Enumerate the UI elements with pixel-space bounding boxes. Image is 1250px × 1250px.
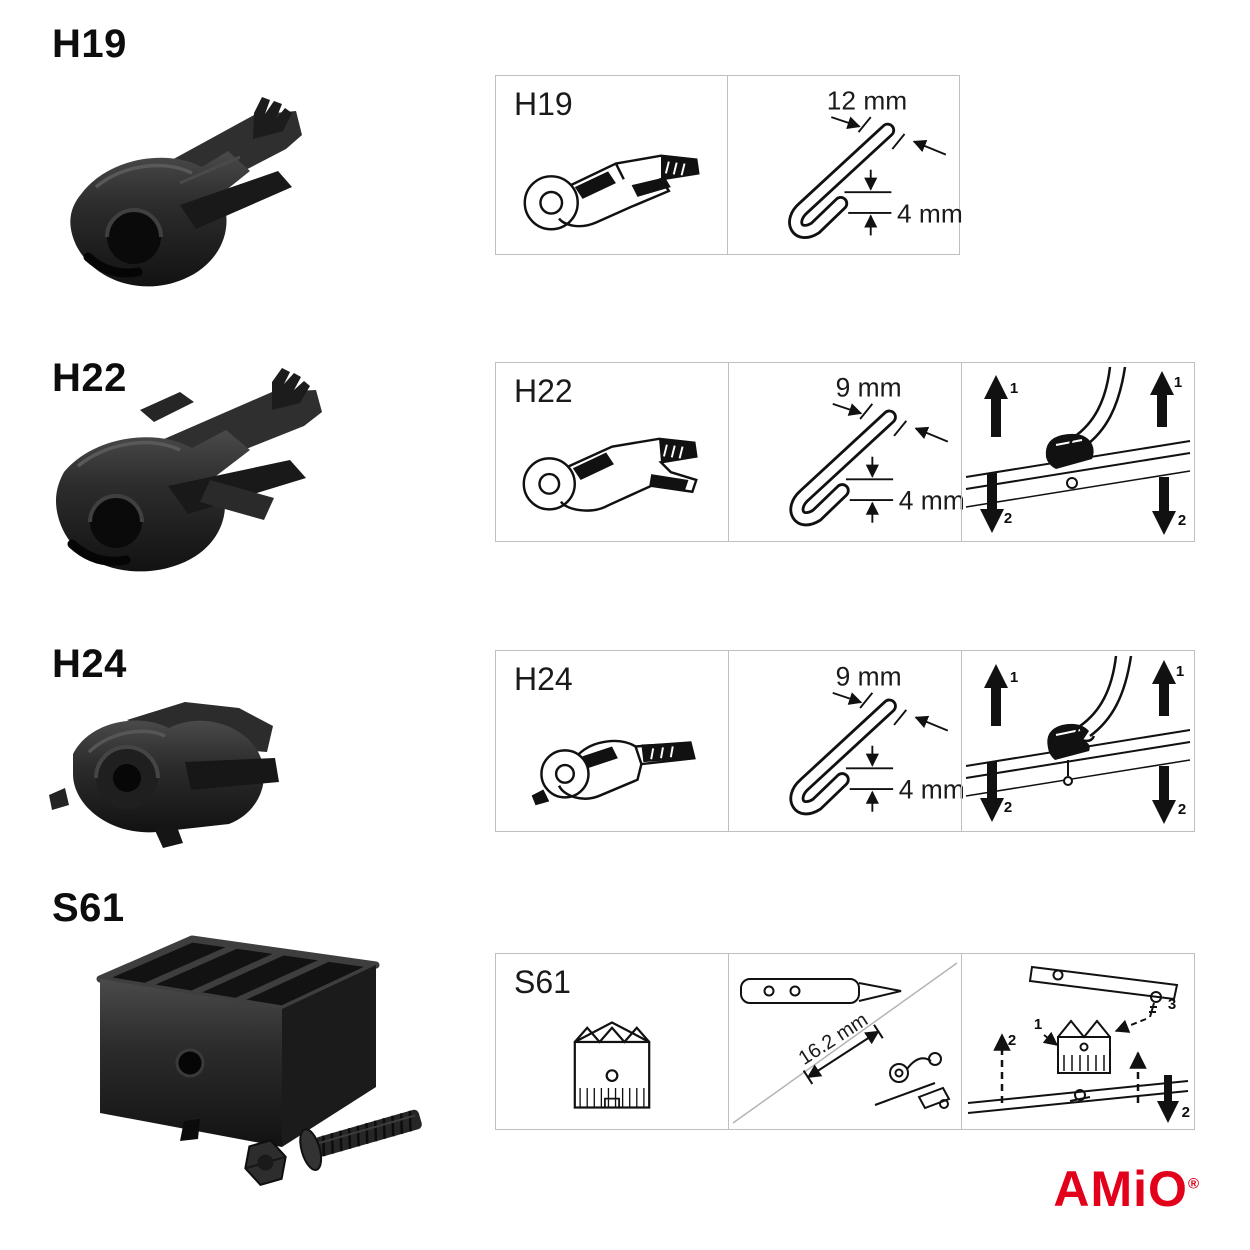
bolt-small (1149, 991, 1162, 1018)
h19-photo-illustration (70, 97, 302, 287)
down-arrow-right (1157, 1075, 1179, 1123)
down-arrow-left (980, 473, 1004, 533)
spec-panel-s61: S61 (495, 953, 1195, 1130)
step-number: 1 (1010, 380, 1018, 397)
dimension-primary-label-h24: 9 mm (836, 661, 902, 691)
step-number: 2 (1004, 510, 1012, 527)
panel-cell-installation-h22: 1 2 1 2 (961, 363, 1194, 541)
spec-panel-h24: H24 9 mm (495, 650, 1195, 832)
dimension-diagram-h19: 12 mm 4 mm (788, 86, 963, 239)
s61-bolt (244, 1109, 422, 1186)
panel-cell-drawing-s61: S61 (496, 954, 728, 1129)
panel-cell-installation-h24: 1 2 1 2 (961, 651, 1194, 831)
step-number: 2 (1178, 512, 1186, 529)
panel-cell-dimensions-s61: 16.2 mm (728, 954, 961, 1129)
dimension-diagram-h22: 9 mm 4 mm (789, 372, 965, 527)
s61-photo-illustration (96, 935, 422, 1186)
step-number: 2 (1004, 799, 1012, 816)
adapter-photo-h22 (20, 350, 345, 600)
step-number: 2 (1008, 1032, 1016, 1049)
s61-dimension-group: 16.2 mm (795, 1009, 884, 1085)
s61-block-drawing (1057, 1019, 1111, 1074)
up-arrow-left (984, 375, 1008, 437)
dimension-secondary-label-h19: 4 mm (897, 198, 963, 228)
down-arrow-right (1152, 477, 1176, 535)
s61-hole (177, 1050, 203, 1076)
spec-panel-h19: H19 12 mm (495, 75, 963, 255)
panel-code-s61: S61 (514, 964, 571, 1000)
h22-photo-illustration (55, 368, 322, 572)
dimension-diagram-s61: 16.2 mm (732, 962, 958, 1124)
h22-hole (90, 496, 142, 548)
installation-diagram-s61: 2 1 3 2 (967, 965, 1190, 1123)
panel-cell-drawing-h24: H24 (496, 651, 728, 831)
panel-cell-drawing-h22: H22 (496, 363, 728, 541)
amio-logo-text: AMiO (1053, 1161, 1188, 1217)
panel-cell-dimensions-h22: 9 mm 4 mm (728, 363, 965, 541)
dimension-secondary-label-h22: 4 mm (899, 486, 965, 516)
down-arrow-left (980, 762, 1004, 822)
dimension-diagram-h24: 9 mm 4 mm (789, 661, 965, 816)
wiper-arm-top-view (740, 978, 902, 1004)
panel-code-h22: H22 (514, 373, 573, 409)
adapter-line-drawing-s61 (573, 1021, 651, 1109)
panel-cell-dimensions-h24: 9 mm 4 mm (728, 651, 965, 831)
adapter-code-heading-h24: H24 (52, 642, 127, 686)
dimension-primary-label-h22: 9 mm (836, 372, 902, 402)
panel-code-h24: H24 (514, 661, 573, 697)
up-arrow-left (984, 664, 1008, 726)
h19-hole (107, 210, 161, 264)
spec-panel-h22: H22 9 mm (495, 362, 1195, 542)
amio-logo: AMiO® (1053, 1164, 1200, 1214)
dimension-secondary-label-h24: 4 mm (899, 775, 965, 805)
step-number: 1 (1010, 669, 1018, 686)
installation-diagram-h24: 1 2 1 2 (965, 655, 1191, 824)
adapter-line-drawing-h24 (531, 739, 696, 806)
panel-cell-drawing-h19: H19 (496, 76, 727, 254)
adapter-photo-s61 (40, 915, 430, 1220)
adapter-photo-h24 (35, 668, 305, 863)
step-number: 3 (1168, 996, 1176, 1013)
panel-cell-dimensions-h19: 12 mm 4 mm (727, 76, 963, 254)
panel-code-h19: H19 (514, 86, 573, 122)
step-number: 2 (1182, 1104, 1190, 1121)
step-number: 1 (1034, 1016, 1042, 1033)
up-arrow-right (1150, 371, 1174, 427)
up-arrow-right (1152, 660, 1176, 716)
adapter-photo-h19 (30, 55, 320, 310)
adapter-code-heading-h19: H19 (52, 22, 127, 66)
installation-diagram-h22: 1 2 1 2 (965, 366, 1191, 535)
step-number: 1 (1176, 663, 1184, 680)
h24-photo-illustration (49, 702, 279, 848)
down-arrow-right (1152, 766, 1176, 824)
adapter-code-heading-h22: H22 (52, 356, 127, 400)
step-number: 1 (1174, 374, 1182, 391)
adapter-code-heading-s61: S61 (52, 886, 125, 930)
dimension-primary-label-h19: 12 mm (827, 86, 907, 116)
registered-trademark-icon: ® (1187, 1175, 1200, 1193)
h24-hole (113, 764, 141, 792)
adapter-line-drawing-h19 (523, 154, 700, 231)
panel-cell-installation-s61: 2 1 3 2 (961, 954, 1194, 1129)
step-number: 2 (1178, 801, 1186, 818)
linkage-drawing (874, 1052, 951, 1110)
adapter-line-drawing-h22 (522, 437, 698, 512)
